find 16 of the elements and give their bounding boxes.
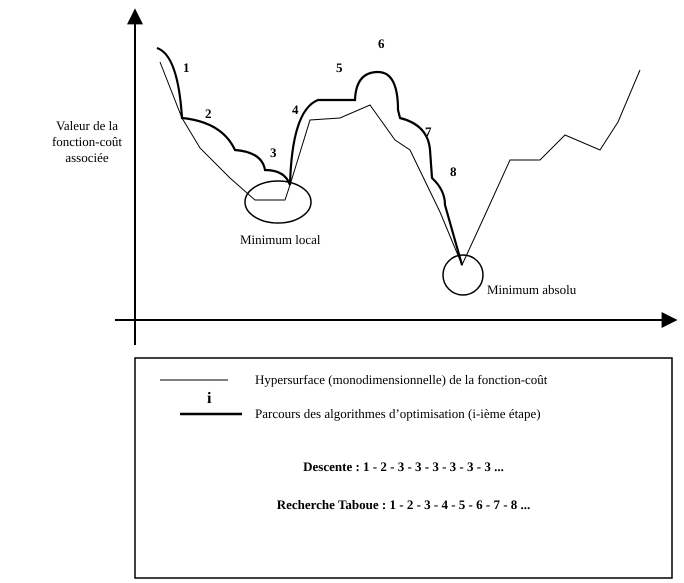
legend-text: Hypersurface (monodimensionnelle) de la fonction-coût — [255, 372, 548, 388]
sequence-note: Descente : 1 - 2 - 3 - 3 - 3 - 3 - 3 - 3 ... — [302, 459, 505, 475]
region-label: Minimum local — [240, 232, 321, 248]
legend-sample-label: i — [207, 391, 212, 407]
sequence-note: Recherche Taboue : 1 - 2 - 3 - 4 - 5 - 6 - 7 - 8 ... — [276, 497, 532, 513]
step-number: 6 — [378, 36, 384, 52]
step-number: 7 — [425, 124, 432, 140]
step-number: 3 — [270, 145, 276, 161]
axis-label: Valeur de la fonction-coût associée — [50, 118, 124, 166]
step-number: 8 — [450, 164, 456, 180]
legend-text: Parcours des algorithmes d’optimisation (i-ième étape) — [255, 406, 541, 422]
step-number: 5 — [336, 60, 342, 76]
region-label: Minimum absolu — [487, 282, 576, 298]
step-number: 2 — [205, 106, 212, 122]
step-number: 4 — [292, 102, 298, 118]
step-number: 1 — [183, 60, 190, 76]
